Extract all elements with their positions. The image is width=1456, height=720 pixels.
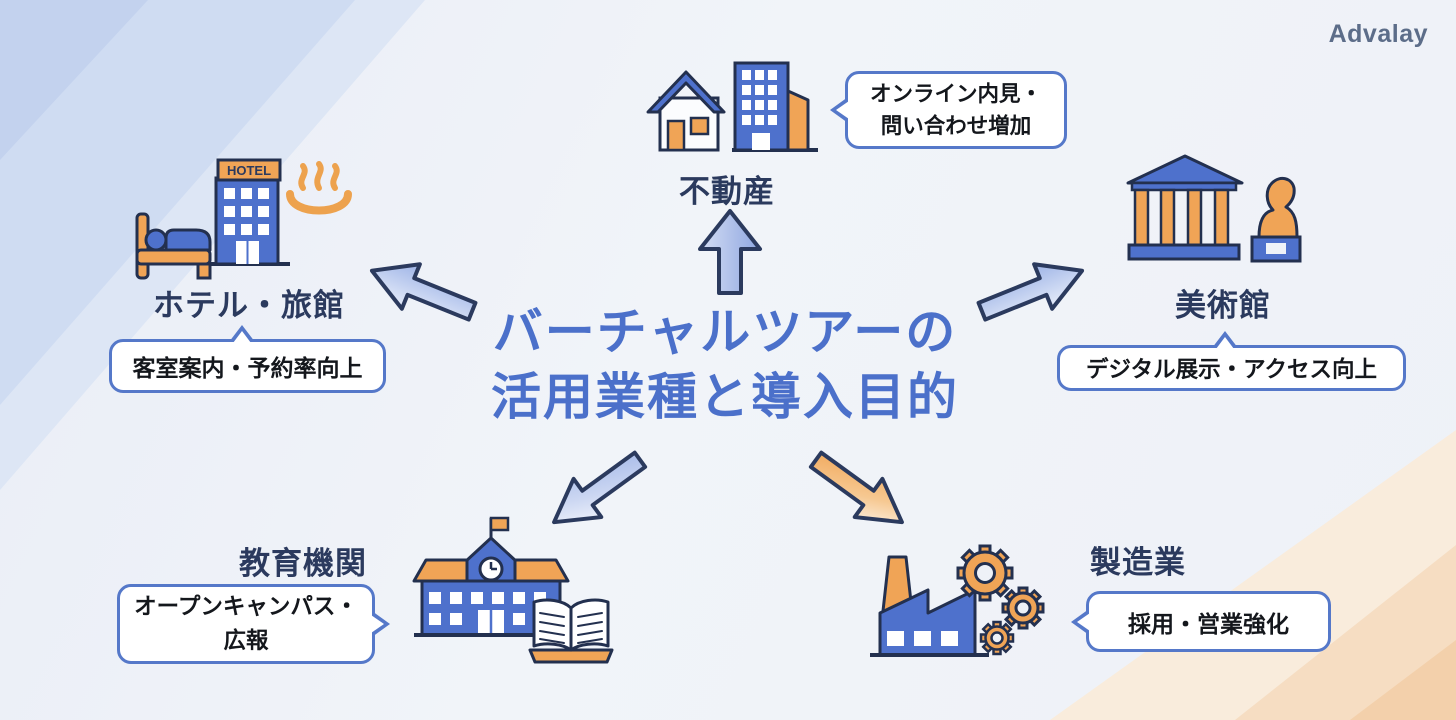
node-label-museum: 美術館 xyxy=(1175,288,1271,323)
brand-logo: Advalay xyxy=(1328,20,1428,48)
speech-bubble-manufacturing: 採用・営業強化 xyxy=(1071,591,1331,652)
arrow-to-manufacturing-icon xyxy=(808,450,904,525)
node-label-education: 教育機関 xyxy=(239,546,367,581)
arrow-to-education-icon xyxy=(552,450,648,525)
speech-bubble-museum: デジタル展示・アクセス向上 xyxy=(1057,331,1406,391)
speech-bubble-hotel: 客室案内・予約率向上 xyxy=(109,325,386,393)
real-estate-icon xyxy=(646,61,818,152)
hotel-building-icon: HOTEL xyxy=(214,158,282,266)
page-title: バーチャルツアーの 活用業種と導入目的 xyxy=(425,300,1025,430)
bed-icon xyxy=(135,212,212,280)
node-label-real-estate: 不動産 xyxy=(679,174,775,209)
speech-bubble-education: オープンキャンパス・ 広報 xyxy=(117,584,390,664)
page-title-line2: 活用業種と導入目的 xyxy=(491,369,959,425)
statue-bust-icon xyxy=(1250,176,1302,263)
gear-icon xyxy=(956,544,1045,656)
node-label-hotel: ホテル・旅館 xyxy=(153,288,345,323)
open-book-icon xyxy=(528,598,614,664)
museum-icon xyxy=(1126,154,1302,263)
arrow-up-to-real-estate-icon xyxy=(698,209,762,295)
speech-bubble-real-estate: オンライン内見・ 問い合わせ増加 xyxy=(830,71,1067,149)
factory-icon xyxy=(870,544,1045,657)
arrow-to-museum-icon xyxy=(976,262,1085,322)
hotel-ryokan-icon: HOTEL xyxy=(135,158,352,280)
arrow-to-hotel-icon xyxy=(369,262,478,322)
page-title-line1: バーチャルツアーの xyxy=(492,304,958,360)
node-label-manufacturing: 製造業 xyxy=(1090,545,1186,580)
hot-spring-icon xyxy=(286,161,352,215)
svg-text:HOTEL: HOTEL xyxy=(227,163,271,178)
